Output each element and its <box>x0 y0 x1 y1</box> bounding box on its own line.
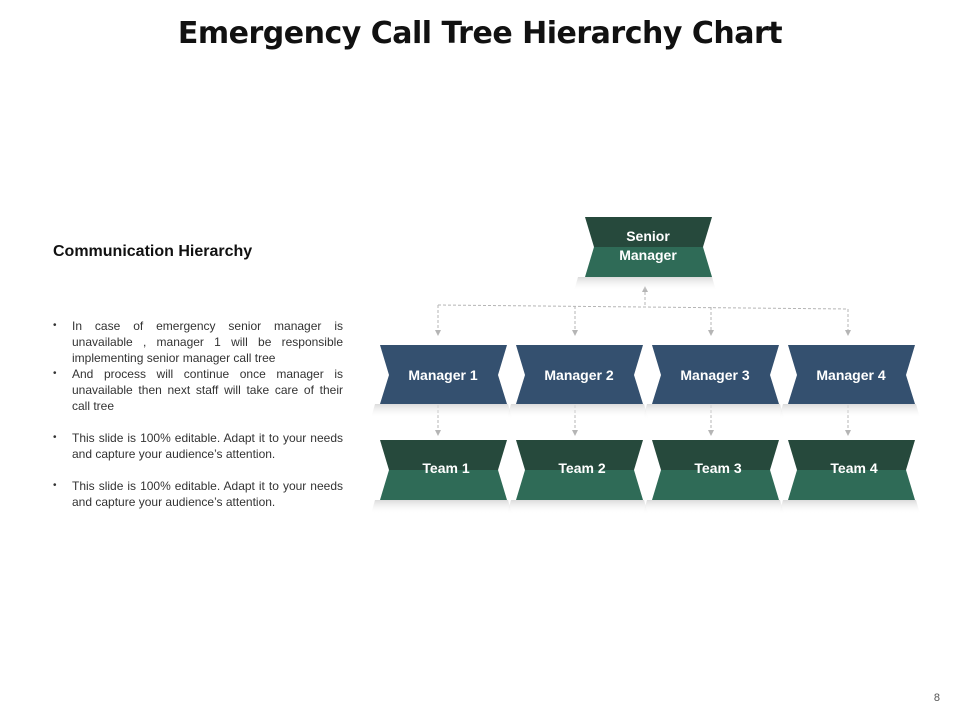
team-3-bottom <box>652 470 779 500</box>
manager-3-label: Manager 3 <box>680 367 749 383</box>
team-1-shadow <box>371 500 512 514</box>
manager-2-label: Manager 2 <box>544 367 613 383</box>
manager-node-1: Manager 1 <box>371 345 512 418</box>
horizontal-connector <box>437 304 849 310</box>
team-1-bottom <box>380 470 507 500</box>
manager-4-label: Manager 4 <box>816 367 885 383</box>
manager-2-shadow <box>507 404 648 418</box>
manager-4-box <box>788 345 915 404</box>
team-1-label: Team 1 <box>422 460 469 476</box>
team-4-bottom <box>788 470 915 500</box>
team-4-label: Team 4 <box>830 460 877 476</box>
senior-manager-label-line2: Manager <box>619 247 677 263</box>
communication-hierarchy-heading: Communication Hierarchy <box>53 243 253 260</box>
manager-3-shadow <box>643 404 784 418</box>
manager-2-box <box>516 345 643 404</box>
team-1-top <box>380 440 507 470</box>
manager-1-box <box>380 345 507 404</box>
bullet-item-3: This slide is 100% editable. Adapt it to… <box>53 430 343 462</box>
team-4-shadow <box>779 500 920 514</box>
team-3-label: Team 3 <box>694 460 741 476</box>
manager-1-shadow <box>371 404 512 418</box>
slide-title: Emergency Call Tree Hierarchy Chart <box>177 16 783 51</box>
team-2-label: Team 2 <box>558 460 605 476</box>
team-4-top <box>788 440 915 470</box>
team-node-4: Team 4 <box>779 440 920 514</box>
senior-manager-label-line1: Senior <box>626 228 670 244</box>
team-2-bottom <box>516 470 643 500</box>
page-number: 8 <box>933 692 940 704</box>
team-2-shadow <box>507 500 648 514</box>
senior-manager-bottom <box>585 247 712 277</box>
team-2-top <box>516 440 643 470</box>
bullet-item-2: And process will continue once manager i… <box>53 366 343 414</box>
team-3-shadow <box>643 500 784 514</box>
team-node-3: Team 3 <box>643 440 784 514</box>
bullet-item-4: This slide is 100% editable. Adapt it to… <box>53 478 343 510</box>
team-3-top <box>652 440 779 470</box>
manager-node-4: Manager 4 <box>779 345 920 418</box>
manager-1-label: Manager 1 <box>408 367 477 383</box>
bullet-list: In case of emergency senior manager is u… <box>53 318 343 510</box>
manager-3-box <box>652 345 779 404</box>
manager-node-2: Manager 2 <box>507 345 648 418</box>
senior-manager-shadow <box>574 277 716 291</box>
manager-node-3: Manager 3 <box>643 345 784 418</box>
team-node-1: Team 1 <box>371 440 512 514</box>
senior-manager-top <box>585 217 712 247</box>
team-node-2: Team 2 <box>507 440 648 514</box>
bullet-item-1: In case of emergency senior manager is u… <box>53 318 343 366</box>
senior-manager-node: Senior Manager <box>574 217 716 291</box>
manager-4-shadow <box>779 404 920 418</box>
connector-lines <box>435 286 851 436</box>
